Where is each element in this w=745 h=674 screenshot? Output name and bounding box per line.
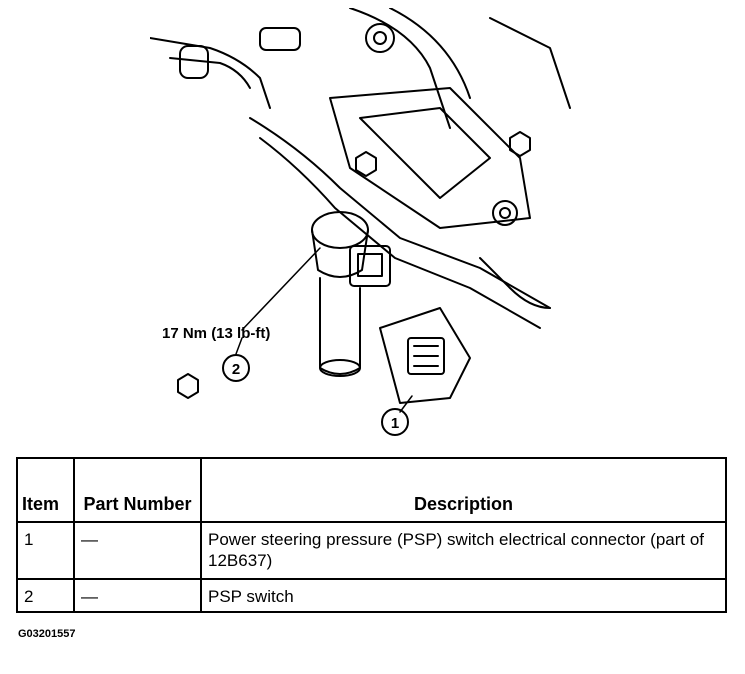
header-item: Item — [16, 457, 75, 523]
header-description: Description — [200, 457, 727, 523]
psp-switch-illustration: 17 Nm (13 lb-ft) 2 1 — [150, 8, 571, 436]
row-part-number: — — [73, 578, 202, 613]
row-part-number: — — [73, 521, 202, 580]
row-item: 2 — [16, 578, 75, 613]
callout-1-label: 1 — [391, 415, 399, 432]
figure-id: G03201557 — [18, 628, 76, 640]
table-row: 1 — Power steering pressure (PSP) switch… — [16, 521, 727, 580]
row-item: 1 — [16, 521, 75, 580]
header-part-number: Part Number — [73, 457, 202, 523]
row-description: PSP switch — [200, 578, 727, 613]
table-row: 2 — PSP switch — [16, 578, 727, 613]
table-header-row: Item Part Number Description — [16, 457, 727, 523]
row-description: Power steering pressure (PSP) switch ele… — [200, 521, 727, 580]
callout-2-label: 2 — [232, 361, 240, 378]
torque-spec-label: 17 Nm (13 lb-ft) — [162, 325, 270, 342]
parts-table: Item Part Number Description 1 — Power s… — [16, 457, 727, 613]
